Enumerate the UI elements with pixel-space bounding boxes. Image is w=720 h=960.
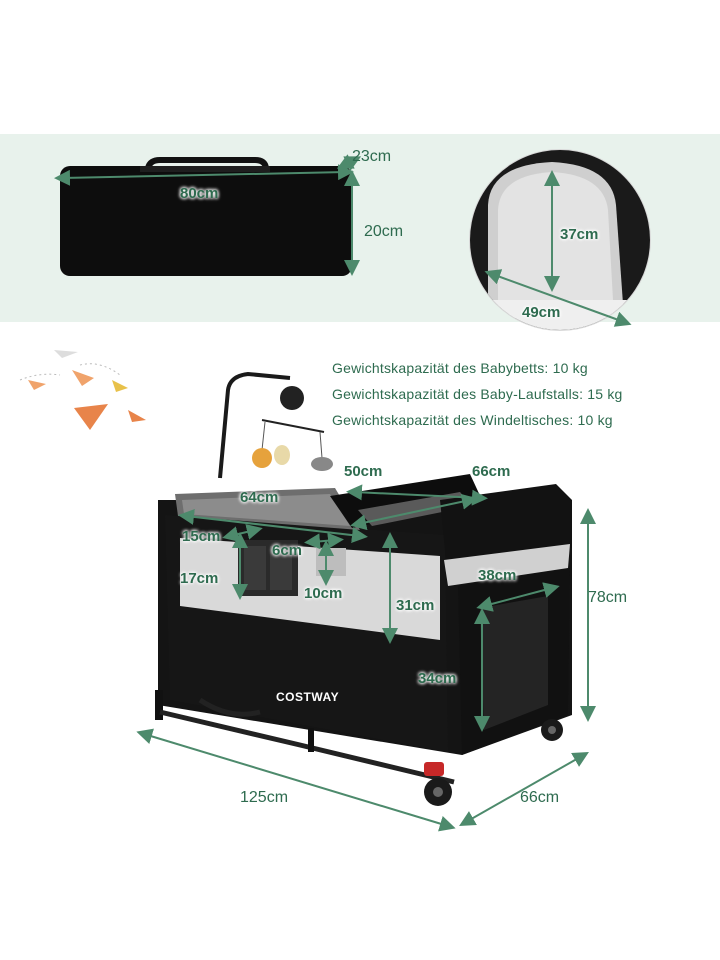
brand-logo: COSTWAY (276, 690, 340, 704)
crib-frame (155, 474, 572, 806)
side-pocket-height-label: 34cm (418, 670, 457, 687)
bag-height-label: 20cm (364, 223, 404, 240)
door-width-label: 49cm (522, 304, 561, 321)
spec-crib-capacity: Gewichtskapazität des Babybetts: 10 kg (332, 360, 588, 376)
bag-length-label: 80cm (180, 185, 219, 202)
changing-table-length-label: 66cm (472, 463, 511, 480)
pocket-width-label: 15cm (182, 528, 221, 545)
storage-height-label: 10cm (304, 585, 343, 602)
total-width-label: 66cm (520, 789, 560, 806)
spec-playpen-capacity: Gewichtskapazität des Baby-Laufstalls: 1… (332, 386, 623, 402)
bag-depth-label: 23cm (352, 148, 392, 165)
inner-height-label: 31cm (396, 597, 435, 614)
changing-table-width-label: 50cm (344, 463, 383, 480)
paper-planes-decoration (19, 350, 146, 430)
crib-dimension-arrows (136, 484, 596, 832)
spec-changing-table-capacity: Gewichtskapazität des Windeltisches: 10 … (332, 412, 613, 428)
total-height-label: 78cm (588, 589, 628, 606)
pocket-height-label: 17cm (180, 570, 219, 587)
side-pocket-width-label: 38cm (478, 567, 517, 584)
door-height-label: 37cm (560, 226, 599, 243)
bassinet-length-label: 64cm (240, 489, 279, 506)
total-length-label: 125cm (240, 789, 289, 806)
storage-width-label: 6cm (272, 542, 303, 559)
crib-mobile (218, 371, 333, 479)
